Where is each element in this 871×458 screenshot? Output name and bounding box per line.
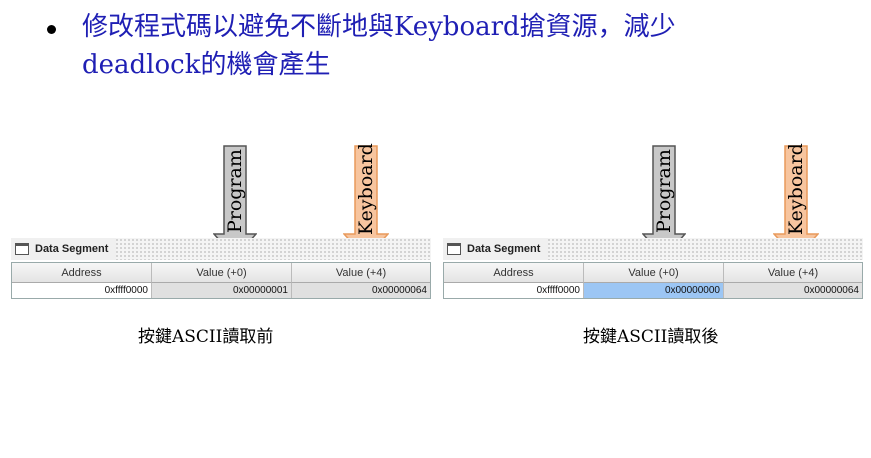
program-label-right: Program (653, 149, 675, 233)
column-header-value-4[interactable]: Value (+4) (724, 263, 862, 283)
table-header-row: Address Value (+0) Value (+4) (12, 263, 430, 283)
program-label-left: Program (224, 149, 246, 233)
window-icon (15, 243, 29, 255)
caption-after: 按鍵ASCII讀取後 (583, 327, 719, 347)
panel-titlebar: Data Segment (443, 238, 863, 260)
panel-title: Data Segment (467, 243, 541, 255)
cell-address[interactable]: 0xffff0000 (12, 283, 152, 298)
bullet-dot-icon (47, 25, 56, 34)
column-header-value-4[interactable]: Value (+4) (292, 263, 430, 283)
data-segment-table: Address Value (+0) Value (+4) 0xffff0000… (443, 262, 863, 299)
bullet-line-1: 修改程式碼以避免不斷地與Keyboard搶資源，減少 (82, 12, 676, 42)
keyboard-label-left: Keyboard (355, 143, 377, 235)
data-segment-panel-before: Data Segment Address Value (+0) Value (+… (11, 238, 431, 299)
cell-value-4[interactable]: 0x00000064 (292, 283, 430, 298)
cell-value-0[interactable]: 0x00000001 (152, 283, 292, 298)
table-header-row: Address Value (+0) Value (+4) (444, 263, 862, 283)
panel-title: Data Segment (35, 243, 109, 255)
column-header-address[interactable]: Address (444, 263, 584, 283)
data-segment-table: Address Value (+0) Value (+4) 0xffff0000… (11, 262, 431, 299)
table-row: 0xffff0000 0x00000001 0x00000064 (12, 283, 430, 298)
column-header-address[interactable]: Address (12, 263, 152, 283)
cell-address[interactable]: 0xffff0000 (444, 283, 584, 298)
cell-value-4[interactable]: 0x00000064 (724, 283, 862, 298)
cell-value-0-highlighted[interactable]: 0x00000000 (584, 283, 724, 298)
column-header-value-0[interactable]: Value (+0) (584, 263, 724, 283)
data-segment-panel-after: Data Segment Address Value (+0) Value (+… (443, 238, 863, 299)
column-header-value-0[interactable]: Value (+0) (152, 263, 292, 283)
table-row: 0xffff0000 0x00000000 0x00000064 (444, 283, 862, 298)
bullet-line-2: deadlock的機會產生 (82, 50, 331, 80)
keyboard-label-right: Keyboard (785, 143, 807, 235)
caption-before: 按鍵ASCII讀取前 (138, 327, 274, 347)
panel-titlebar: Data Segment (11, 238, 431, 260)
window-icon (447, 243, 461, 255)
bullet-text: 修改程式碼以避免不斷地與Keyboard搶資源，減少 deadlock的機會產生 (82, 8, 802, 84)
